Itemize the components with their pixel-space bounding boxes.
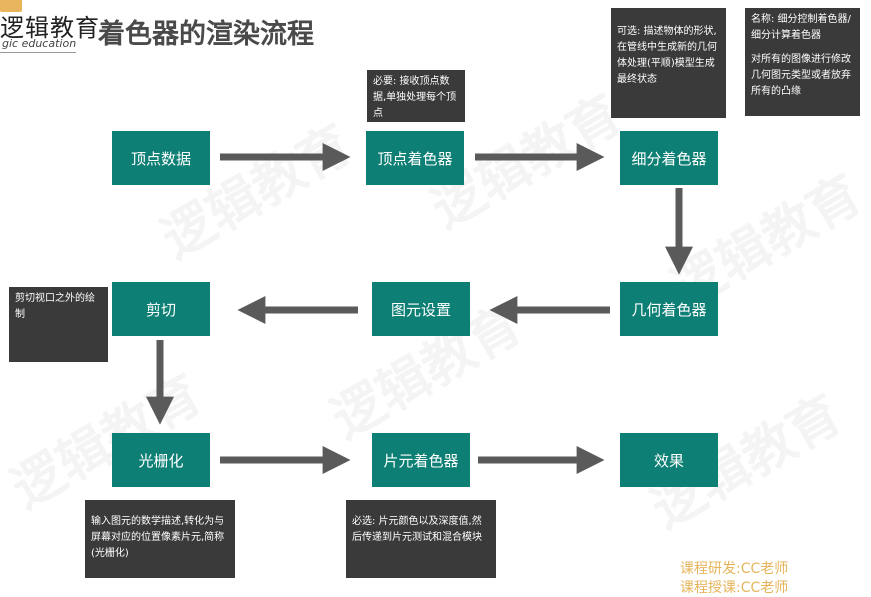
note-text: 必选: 片元颜色以及深度值,然后传递到片元测试和混合模块	[352, 516, 482, 543]
logo-mark	[0, 0, 22, 12]
node-tessellation-shader: 细分着色器	[620, 131, 718, 185]
note-tessellation-names: 名称: 细分控制着色器/细分计算着色器 对所有的图像进行修改几何图元类型或者放弃…	[745, 8, 860, 116]
note-text: 对所有的图像进行修改几何图元类型或者放弃所有的凸缘	[751, 54, 851, 97]
credit-teaching: 课程授课:CC老师	[680, 580, 789, 596]
node-vertex-shader: 顶点着色器	[366, 131, 464, 185]
note-text: 可选: 描述物体的形状,在管线中生成新的几何体处理(平顺)模型生成最终状态	[617, 26, 717, 85]
note-clipping: 剪切视口之外的绘制	[9, 287, 108, 362]
node-fragment-shader: 片元着色器	[372, 433, 470, 487]
note-fragment-shader: 必选: 片元颜色以及深度值,然后传递到片元测试和混合模块	[346, 500, 496, 578]
logo-underline	[0, 52, 76, 53]
note-text: 名称: 细分控制着色器/细分计算着色器	[751, 14, 851, 41]
node-vertex-data: 顶点数据	[112, 131, 210, 185]
credit-research: 课程研发:CC老师	[680, 561, 789, 577]
page-title: 着色器的渲染流程	[98, 19, 314, 50]
node-effect: 效果	[620, 433, 718, 487]
note-text: 剪切视口之外的绘制	[15, 293, 95, 320]
note-rasterization: 输入图元的数学描述,转化为与屏幕对应的位置像素片元,简称(光栅化)	[85, 500, 235, 578]
note-text: 输入图元的数学描述,转化为与屏幕对应的位置像素片元,简称(光栅化)	[91, 516, 225, 559]
note-text: 必要: 接收顶点数据,单独处理每个顶点	[373, 76, 457, 119]
logo-text: 逻辑教育	[0, 14, 100, 42]
note-vertex-shader: 必要: 接收顶点数据,单独处理每个顶点	[367, 70, 465, 122]
node-geometry-shader: 几何着色器	[620, 282, 718, 336]
logo-subtext: gic education	[2, 37, 77, 50]
note-tessellation-optional: 可选: 描述物体的形状,在管线中生成新的几何体处理(平顺)模型生成最终状态	[611, 8, 726, 118]
node-clipping: 剪切	[112, 282, 210, 336]
node-primitive-setup: 图元设置	[372, 282, 470, 336]
node-rasterization: 光栅化	[112, 433, 210, 487]
